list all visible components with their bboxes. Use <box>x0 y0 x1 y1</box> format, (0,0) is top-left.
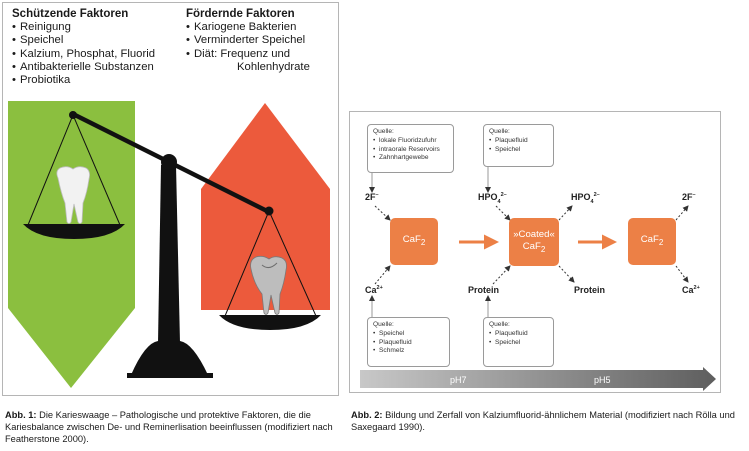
caption-text: Die Karieswaage – Pathologische und prot… <box>5 410 333 444</box>
source-item: Plaquefluid <box>489 137 547 146</box>
caf2-text: CaF <box>522 240 541 252</box>
caption-text: Bildung und Zerfall von Kalziumfluorid-ä… <box>351 410 735 432</box>
promoting-item: Verminderter Speichel <box>186 34 310 47</box>
protective-heading: Schützende Faktoren <box>12 8 129 20</box>
phosphate-out: HPO42– <box>571 192 600 205</box>
protective-arrow <box>8 101 135 388</box>
promoting-factors: Fördernde Faktoren Kariogene Bakterien V… <box>186 8 310 74</box>
species-text: Ca <box>682 285 694 295</box>
ph7-label: pH7 <box>450 375 467 385</box>
reaction-arrows <box>374 205 689 285</box>
phosphate-in: HPO42– <box>478 192 507 205</box>
caf2-subscript: 2 <box>420 237 426 247</box>
protective-item: Antibakterielle Substanzen <box>12 61 155 74</box>
caf2-formula: CaF2 <box>523 241 546 256</box>
caf2-box: CaF2 <box>628 218 676 265</box>
calcium-right: Ca2+ <box>682 285 700 295</box>
species-charge: 2+ <box>693 285 700 291</box>
species-text: Ca <box>365 285 377 295</box>
caf2-text: CaF <box>640 234 659 246</box>
caf2-subscript: 2 <box>540 244 546 254</box>
caption-label: Abb. 1: <box>5 410 37 420</box>
balance-scale <box>27 110 317 378</box>
source-connectors <box>369 167 491 317</box>
damaged-tooth-icon <box>250 255 287 315</box>
protective-item: Speichel <box>12 34 155 47</box>
promoting-item: Kariogene Bakterien <box>186 21 310 34</box>
species-charge: – <box>375 192 379 198</box>
caf2-subscript: 2 <box>658 237 664 247</box>
caf2-text: CaF <box>402 234 421 246</box>
source-item: Speichel <box>489 146 547 155</box>
species-text: 2F <box>365 192 376 202</box>
source-label: Quelle: <box>489 128 510 135</box>
source-box: Quelle: Plaquefluid Speichel <box>483 124 554 167</box>
source-box: Quelle: lokale Fluoridzufuhr intraorale … <box>367 124 454 173</box>
source-label: Quelle: <box>373 321 394 328</box>
left-scale-pan <box>23 224 125 239</box>
caf2-box: CaF2 <box>390 218 438 265</box>
caption-label: Abb. 2: <box>351 410 383 420</box>
figure1-caption: Abb. 1: Die Karieswaage – Pathologische … <box>5 409 339 445</box>
caries-balance-figure: Schützende Faktoren Reinigung Speichel K… <box>2 2 339 396</box>
source-label: Quelle: <box>373 128 394 135</box>
protective-factors: Schützende Faktoren Reinigung Speichel K… <box>12 8 155 87</box>
fluoride-left: 2F– <box>365 192 379 202</box>
species-charge: 2+ <box>376 285 383 291</box>
source-item: lokale Fluoridzufuhr <box>373 137 447 146</box>
species-text: HPO <box>571 192 591 202</box>
protein-out: Protein <box>574 285 606 295</box>
source-box: Quelle: Speichel Plaquefluid Schmelz <box>367 317 450 367</box>
source-item: intraorale Reservoirs <box>373 146 447 155</box>
source-label: Quelle: <box>489 321 510 328</box>
reaction-diagram <box>360 167 716 391</box>
protective-item: Reinigung <box>12 21 155 34</box>
species-charge: 2– <box>593 192 600 198</box>
source-item: Plaquefluid <box>373 339 443 348</box>
caf2-formula: CaF2 <box>641 234 664 249</box>
promoting-arrow <box>201 103 330 310</box>
coated-label: »Coated« <box>513 228 555 240</box>
promoting-heading: Fördernde Faktoren <box>186 8 295 20</box>
protective-item: Probiotika <box>12 74 155 87</box>
protective-item: Kalzium, Phosphat, Fluorid <box>12 48 155 61</box>
protein-in: Protein <box>468 285 500 295</box>
balance-diagram <box>8 101 330 388</box>
source-item: Speichel <box>373 330 443 339</box>
tooth-icon <box>56 166 90 224</box>
calcium-left: Ca2+ <box>365 285 383 295</box>
source-box: Quelle: Plaquefluid Speichel <box>483 317 554 367</box>
ph-gradient-arrow <box>360 367 716 391</box>
right-scale-pan <box>219 315 321 330</box>
promoting-item-text: Diät: Frequenz und <box>194 47 291 60</box>
species-text: HPO <box>478 192 498 202</box>
species-text: 2F <box>682 192 693 202</box>
fluoride-right: 2F– <box>682 192 696 202</box>
calcium-fluoride-figure: Quelle: lokale Fluoridzufuhr intraorale … <box>349 111 721 393</box>
promoting-item-continuation: Kohlenhydrate <box>237 60 310 73</box>
species-charge: 2– <box>500 192 507 198</box>
caf2-formula: CaF2 <box>403 234 426 249</box>
ph5-label: pH5 <box>594 375 611 385</box>
species-charge: – <box>692 192 696 198</box>
species-subscript: 4 <box>590 198 594 205</box>
coated-caf2-box: »Coated« CaF2 <box>509 218 559 266</box>
species-subscript: 4 <box>497 198 501 205</box>
figure2-caption: Abb. 2: Bildung und Zerfall von Kalziumf… <box>351 409 736 433</box>
source-item: Plaquefluid <box>489 330 547 339</box>
source-item: Zahnhartgewebe <box>373 154 447 163</box>
source-item: Speichel <box>489 339 547 348</box>
source-item: Schmelz <box>373 347 443 356</box>
